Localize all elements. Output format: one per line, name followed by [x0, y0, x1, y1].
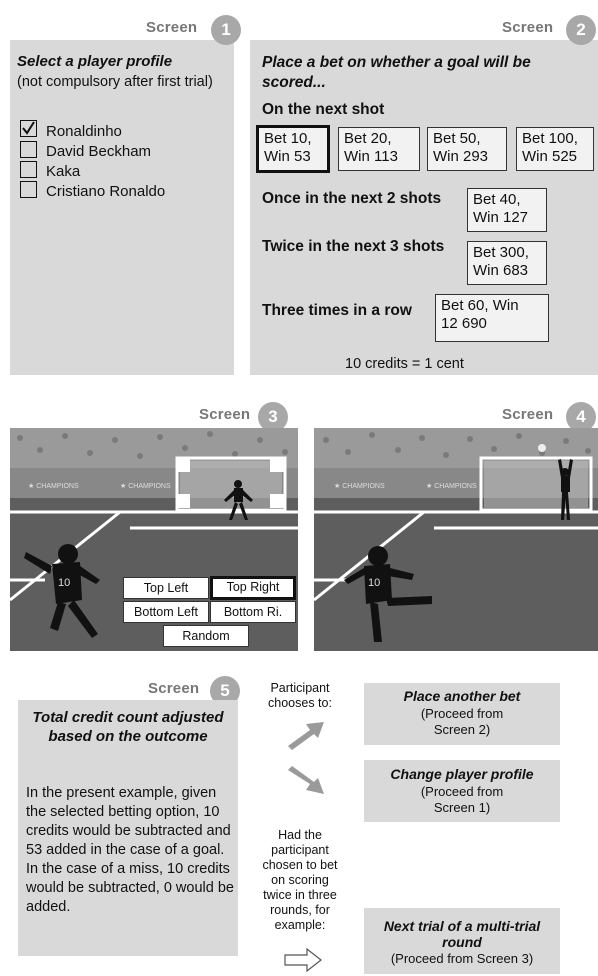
bet-row2-label: Once in the next 2 shots [262, 190, 441, 208]
player-checkbox-1[interactable] [20, 141, 37, 158]
bet-line1: Bet 50, [433, 130, 501, 148]
bet-option-row1-2[interactable]: Bet 50, Win 293 [427, 127, 507, 171]
bet-line2: 12 690 [441, 315, 543, 333]
screen5-body: In the present example, given the select… [26, 784, 234, 917]
screen2-badge: 2 [566, 15, 596, 45]
screen1-label: Screen [146, 19, 197, 36]
goal [481, 458, 591, 510]
bet-row1-label: On the next shot [262, 101, 384, 119]
aim-bottom-left-button[interactable]: Bottom Left [123, 601, 209, 623]
arrow-up-right-icon [284, 716, 326, 754]
player-option-0[interactable]: Ronaldinho [46, 123, 122, 140]
bet-option-row1-0[interactable]: Bet 10, Win 53 [256, 125, 330, 173]
bet-line1: Bet 20, [344, 130, 414, 148]
player-checkbox-0[interactable] [20, 120, 37, 137]
checkmark-icon [21, 121, 36, 136]
ball [538, 444, 546, 452]
bet-line1: Bet 300, [473, 244, 541, 262]
aim-random-button[interactable]: Random [163, 625, 249, 647]
arrow-right-icon [283, 948, 323, 972]
screen5-title: Total credit count adjusted based on the… [26, 708, 230, 746]
bet-line2: Win 113 [344, 148, 414, 166]
bet-line2: Win 127 [473, 209, 541, 227]
bet-option-row2[interactable]: Bet 40, Win 127 [467, 188, 547, 232]
bet-line2: Win 53 [264, 148, 322, 166]
option-detail: (Proceed from Screen 2) [402, 706, 522, 738]
bet-option-row1-3[interactable]: Bet 100, Win 525 [516, 127, 594, 171]
option-title: Place another bet [364, 688, 560, 704]
screen5-label: Screen [148, 680, 199, 697]
bet-line2: Win 293 [433, 148, 501, 166]
screen1-title: Select a player profile [17, 53, 172, 70]
bet-line1: Bet 40, [473, 191, 541, 209]
bet-line1: Bet 100, [522, 130, 588, 148]
goal [176, 458, 285, 510]
bet-option-row4[interactable]: Bet 60, Win 12 690 [435, 294, 549, 342]
option-change-player-profile[interactable]: Change player profile (Proceed from Scre… [364, 760, 560, 822]
screen2-label: Screen [502, 19, 553, 36]
player-checkbox-2[interactable] [20, 161, 37, 178]
screen4-label: Screen [502, 406, 553, 423]
bet-line1: Bet 10, [264, 130, 322, 148]
player-option-3[interactable]: Cristiano Ronaldo [46, 183, 165, 200]
player-checkbox-3[interactable] [20, 181, 37, 198]
aim-top-right-button[interactable]: Top Right [210, 576, 296, 600]
credits-conversion-note: 10 credits = 1 cent [345, 356, 464, 372]
svg-text:10: 10 [368, 577, 380, 589]
bet-line2: Win 683 [473, 262, 541, 280]
penalty-scene-outcome: ★ CHAMPIONS ★ CHAMPIONS 10 [314, 428, 598, 651]
player-option-2[interactable]: Kaka [46, 163, 80, 180]
option-next-trial[interactable]: Next trial of a multi-trial round (Proce… [364, 908, 560, 974]
bet-row3-label: Twice in the next 3 shots [262, 238, 444, 256]
had-chosen-note: Had the participant chosen to bet on sco… [260, 828, 340, 933]
screen3-label: Screen [199, 406, 250, 423]
option-place-another-bet[interactable]: Place another bet (Proceed from Screen 2… [364, 683, 560, 745]
svg-text:★ CHAMPIONS: ★ CHAMPIONS [120, 482, 171, 490]
option-detail: (Proceed from Screen 3) [364, 951, 560, 967]
svg-text:★ CHAMPIONS: ★ CHAMPIONS [426, 482, 477, 490]
option-title: Change player profile [364, 766, 560, 782]
screen2-heading: Place a bet on whether a goal will be sc… [262, 53, 577, 93]
bet-line1: Bet 60, Win [441, 297, 543, 315]
svg-text:10: 10 [58, 577, 70, 589]
arrow-down-right-icon [284, 762, 326, 800]
option-detail: (Proceed from Screen 1) [402, 784, 522, 816]
screen1-subtitle: (not compulsory after first trial) [17, 73, 229, 91]
bet-line2: Win 525 [522, 148, 588, 166]
player-option-1[interactable]: David Beckham [46, 143, 151, 160]
svg-text:★ CHAMPIONS: ★ CHAMPIONS [334, 482, 385, 490]
bet-option-row1-1[interactable]: Bet 20, Win 113 [338, 127, 420, 171]
participant-chooses-label: Participant chooses to: [262, 681, 338, 711]
svg-text:★ CHAMPIONS: ★ CHAMPIONS [28, 482, 79, 490]
bet-row4-label: Three times in a row [262, 302, 412, 320]
aim-top-left-button[interactable]: Top Left [123, 577, 209, 599]
option-title: Next trial of a multi-trial round [372, 918, 552, 950]
bet-option-row3[interactable]: Bet 300, Win 683 [467, 241, 547, 285]
aim-bottom-right-button[interactable]: Bottom Ri. [210, 601, 296, 623]
screen1-badge: 1 [211, 15, 241, 45]
